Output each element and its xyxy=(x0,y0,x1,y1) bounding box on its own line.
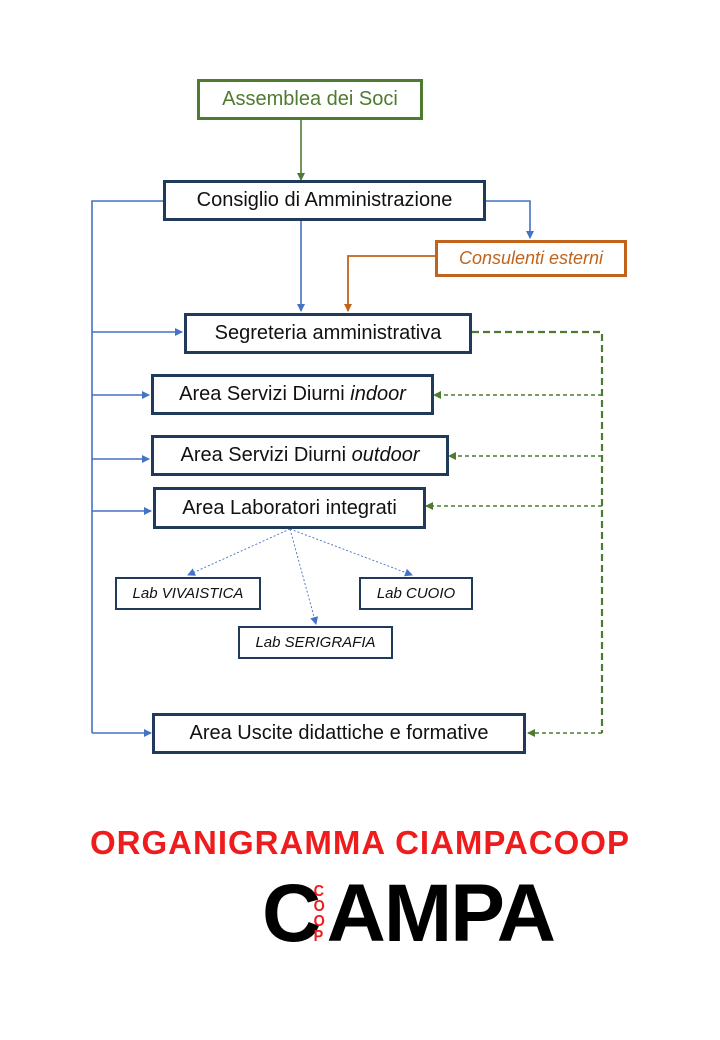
node-lab-serigrafia-label: Lab SERIGRAFIA xyxy=(255,634,376,651)
node-lab-serigrafia: Lab SERIGRAFIA xyxy=(238,626,393,659)
dotted-arrow-cuoio xyxy=(289,528,413,577)
node-laboratori: Area Laboratori integrati xyxy=(153,487,426,529)
node-consulenti-label: Consulenti esterni xyxy=(458,248,604,268)
dotted-arrow-vivaistica xyxy=(187,528,291,576)
node-lab-cuoio: Lab CUOIO xyxy=(359,577,473,610)
right-dashed-trunk xyxy=(472,330,604,733)
arrow-consiglio-consulenti xyxy=(486,200,534,239)
page-title: ORGANIGRAMMA CIAMPACOOP xyxy=(90,824,630,861)
node-assemblea: Assemblea dei Soci xyxy=(197,79,423,120)
arrow-consulenti-segreteria xyxy=(344,255,435,312)
node-lab-vivaistica: Lab VIVAISTICA xyxy=(115,577,261,610)
node-uscite: Area Uscite didattiche e formative xyxy=(152,713,526,754)
node-outdoor-label: Area Servizi Diurni outdoor xyxy=(180,444,420,466)
node-assemblea-label: Assemblea dei Soci xyxy=(222,88,398,110)
node-indoor-label: Area Servizi Diurni indoor xyxy=(179,383,406,405)
node-laboratori-label: Area Laboratori integrati xyxy=(182,496,397,519)
node-lab-cuoio-label: Lab CUOIO xyxy=(376,585,456,602)
node-consiglio: Consiglio di Amministrazione xyxy=(163,180,486,221)
dotted-arrow-serigrafia xyxy=(289,528,319,625)
node-uscite-label: Area Uscite didattiche e formative xyxy=(189,722,489,744)
ciampacoop-logo: C C O O P AMPA xyxy=(262,868,556,959)
logo-coop-vertical: C O O P xyxy=(313,883,326,945)
node-segreteria-label: Segreteria amministrativa xyxy=(214,322,442,344)
node-lab-vivaistica-label: Lab VIVAISTICA xyxy=(132,585,244,602)
node-outdoor: Area Servizi Diurni outdoor xyxy=(151,435,449,476)
node-segreteria: Segreteria amministrativa xyxy=(184,313,472,354)
node-consulenti: Consulenti esterni xyxy=(435,240,627,277)
node-consiglio-label: Consiglio di Amministrazione xyxy=(196,189,453,211)
node-indoor: Area Servizi Diurni indoor xyxy=(151,374,434,415)
left-trunk-line xyxy=(91,200,163,733)
